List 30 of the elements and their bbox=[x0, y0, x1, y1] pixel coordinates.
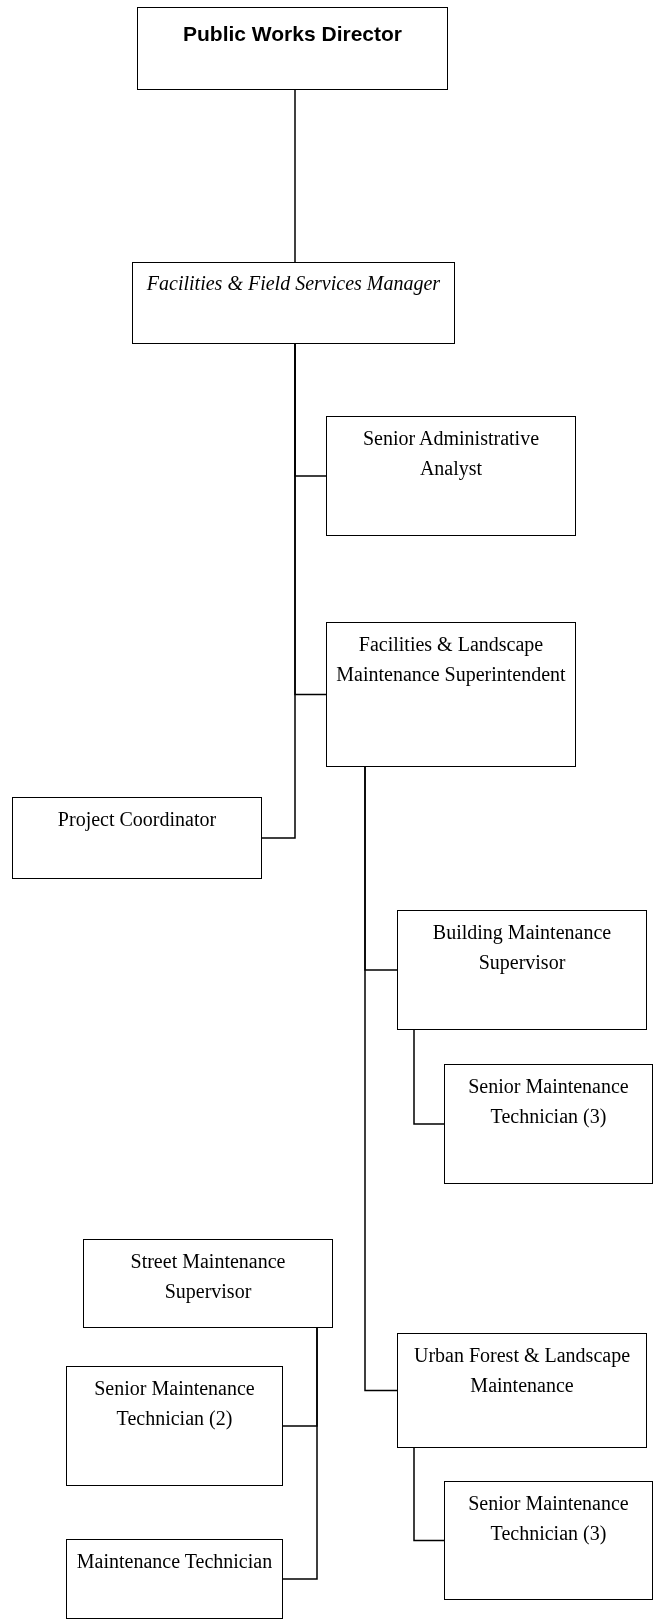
position-box bbox=[137, 7, 448, 90]
position-box bbox=[444, 1064, 653, 1184]
position-box bbox=[326, 416, 576, 536]
position-box bbox=[66, 1366, 283, 1486]
position-box bbox=[132, 262, 455, 344]
position-title: Project Coordinator bbox=[57, 807, 217, 833]
connector-line bbox=[413, 1447, 445, 1542]
position-title: Facilities & Landscape Maintenance Superintendent bbox=[335, 632, 567, 688]
position-box bbox=[66, 1539, 283, 1619]
position-title: Senior Maintenance Technician (3) bbox=[467, 1491, 630, 1547]
connector-line bbox=[413, 1029, 445, 1125]
position-title: Maintenance Technician bbox=[76, 1549, 273, 1574]
position-title: Public Works Director bbox=[183, 21, 402, 47]
position-title: Urban Forest & Landscape Maintenance bbox=[412, 1343, 631, 1398]
position-title: Senior Administrative Analyst bbox=[361, 426, 541, 482]
connector-line bbox=[364, 766, 398, 1392]
position-box bbox=[397, 1333, 647, 1448]
position-box bbox=[326, 622, 576, 767]
connector-line bbox=[261, 343, 296, 839]
position-box bbox=[444, 1481, 653, 1600]
connector-line bbox=[294, 89, 296, 263]
position-title: Street Maintenance Supervisor bbox=[129, 1249, 287, 1305]
position-title: Senior Maintenance Technician (3) bbox=[467, 1074, 630, 1130]
position-box bbox=[397, 910, 647, 1030]
connector-line bbox=[282, 1327, 318, 1580]
position-title: Senior Maintenance Technician (2) bbox=[93, 1376, 256, 1432]
position-box bbox=[12, 797, 262, 879]
position-title: Building Maintenance Supervisor bbox=[431, 920, 613, 976]
position-box bbox=[83, 1239, 333, 1328]
position-title: Facilities & Field Services Manager bbox=[146, 271, 441, 297]
